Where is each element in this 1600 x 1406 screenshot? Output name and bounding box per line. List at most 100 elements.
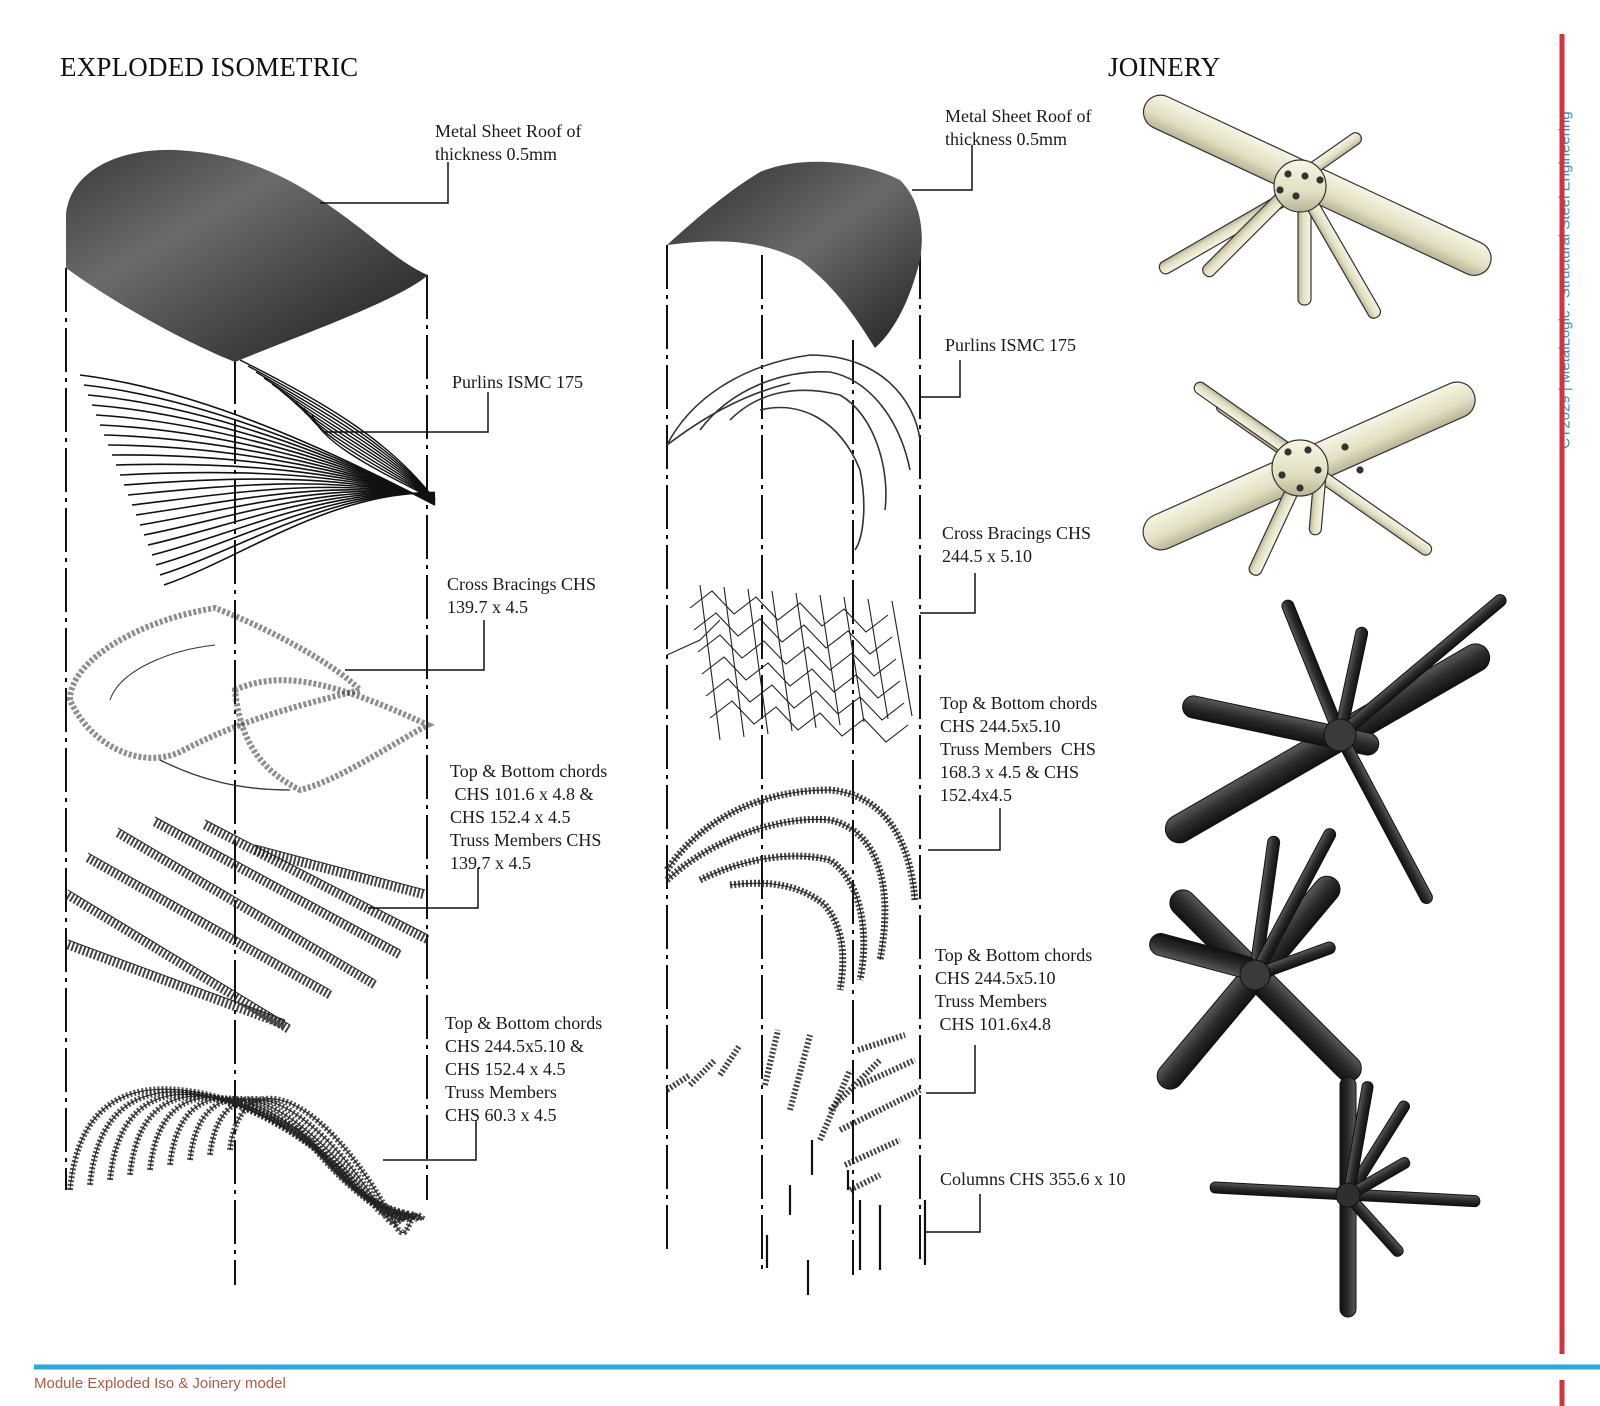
truss-strip bbox=[66, 940, 287, 1030]
arch-truss bbox=[729, 879, 847, 991]
joint-render-dark-1 bbox=[1164, 594, 1507, 904]
arch-truss-chord bbox=[699, 855, 865, 981]
mesh-diagonal bbox=[843, 596, 865, 723]
truss-strip bbox=[202, 821, 431, 944]
purlin-line bbox=[155, 492, 436, 566]
truss-chord bbox=[204, 819, 429, 936]
mid-truss-lower-leader bbox=[926, 1045, 976, 1094]
joint-render-cream-1 bbox=[1142, 94, 1492, 319]
curved-truss-chord bbox=[189, 1098, 419, 1221]
purlin-line bbox=[239, 359, 436, 501]
left-cross-bracing bbox=[66, 604, 435, 794]
mesh-diagonal bbox=[819, 594, 841, 726]
left-truss-lower-leader bbox=[383, 1120, 477, 1161]
purlin-line bbox=[163, 491, 436, 586]
truss-segment bbox=[848, 1172, 882, 1193]
mesh-diagonal bbox=[723, 586, 745, 738]
mid-bracing-leader bbox=[920, 573, 976, 614]
left-purlins-leader bbox=[325, 392, 489, 433]
joint-render-dark-3 bbox=[1209, 1076, 1481, 1318]
left-roof-label: Metal Sheet Roof of thickness 0.5mm bbox=[435, 121, 582, 164]
truss-strip bbox=[65, 891, 293, 1034]
arch-truss bbox=[698, 852, 868, 981]
mid-upper-truss-arches bbox=[664, 786, 919, 991]
purlin-line bbox=[271, 383, 436, 501]
mid-columns-label: Columns CHS 355.6 x 10 bbox=[940, 1169, 1126, 1189]
left-truss-upper-leader bbox=[368, 868, 479, 909]
mesh-zigzag bbox=[701, 656, 901, 699]
mid-roof-label: Metal Sheet Roof of thickness 0.5mm bbox=[945, 106, 1092, 149]
left-truss-lower-label: Top & Bottom chords CHS 244.5x5.10 & CHS… bbox=[445, 1013, 603, 1125]
left-upper-trusses bbox=[65, 816, 431, 1034]
mesh-diagonal bbox=[867, 598, 889, 720]
truss-segment bbox=[817, 1068, 853, 1142]
left-bracing-label: Cross Bracings CHS 139.7 x 4.5 bbox=[447, 574, 597, 617]
left-purlins-label: Purlins ISMC 175 bbox=[452, 372, 584, 392]
mesh-diagonal bbox=[747, 588, 769, 735]
mid-bracing-label: Cross Bracings CHS 244.5 x 5.10 bbox=[942, 523, 1092, 566]
left-roof-leader bbox=[320, 162, 449, 204]
mid-truss-lower-label: Top & Bottom chords CHS 244.5x5.10 Truss… bbox=[935, 945, 1093, 1034]
arch-truss-chord bbox=[666, 789, 916, 901]
left-lower-trusses bbox=[67, 1086, 427, 1236]
truss-chord bbox=[67, 939, 286, 1021]
left-truss-upper-label: Top & Bottom chords CHS 101.6 x 4.8 & CH… bbox=[450, 761, 608, 873]
truss-segment bbox=[857, 1032, 906, 1053]
arch-truss-chord bbox=[666, 818, 886, 961]
left-purlins bbox=[79, 359, 436, 586]
purlin-line bbox=[147, 492, 436, 546]
mesh-diagonal bbox=[891, 600, 913, 717]
mid-roof-sheet bbox=[667, 161, 922, 348]
truss-chord bbox=[117, 827, 376, 981]
mesh-zigzag bbox=[697, 634, 897, 677]
exploded-isometric-heading: EXPLODED ISOMETRIC bbox=[60, 52, 359, 82]
footer-caption: Module Exploded Iso & Joinery model bbox=[34, 1375, 286, 1392]
left-bracing-leader bbox=[345, 620, 485, 671]
arch-truss bbox=[664, 786, 919, 901]
truss-chord bbox=[67, 889, 291, 1026]
mesh-diagonal bbox=[795, 592, 817, 729]
truss-segment bbox=[717, 1043, 743, 1077]
mid-purlins-label: Purlins ISMC 175 bbox=[945, 335, 1077, 355]
mid-truss-upper-label: Top & Bottom chords CHS 244.5x5.10 Truss… bbox=[940, 693, 1098, 805]
truss-segment bbox=[838, 1087, 922, 1133]
mesh-zigzag bbox=[709, 700, 909, 743]
joinery-heading: JOINERY bbox=[1108, 52, 1221, 82]
truss-strip bbox=[152, 818, 403, 959]
purlin-line bbox=[311, 413, 436, 501]
curved-truss bbox=[87, 1089, 405, 1223]
mesh-diagonal bbox=[771, 590, 793, 732]
truss-chord bbox=[87, 852, 331, 991]
curved-truss-chord bbox=[209, 1098, 422, 1224]
truss-chord bbox=[254, 844, 426, 891]
mid-cross-bracing-mesh bbox=[666, 584, 913, 743]
mid-roof-leader bbox=[912, 145, 973, 191]
purlin-line bbox=[255, 371, 436, 501]
mesh-zigzag bbox=[705, 678, 905, 721]
arch-truss-chord bbox=[729, 882, 844, 991]
mid-lower-truss-segments bbox=[665, 1029, 922, 1193]
purlin-line bbox=[247, 365, 436, 501]
truss-segment bbox=[687, 1057, 718, 1088]
mesh-zigzag bbox=[693, 612, 893, 655]
truss-segment bbox=[787, 1034, 813, 1111]
joint-render-dark-2 bbox=[1149, 828, 1362, 1090]
truss-segment bbox=[762, 1029, 781, 1086]
truss-strip bbox=[115, 829, 378, 989]
curved-truss-chord bbox=[169, 1097, 416, 1221]
mid-truss-upper-leader bbox=[928, 808, 1001, 851]
purlin-line bbox=[303, 407, 436, 501]
curved-truss-chord bbox=[229, 1098, 425, 1234]
truss-segment bbox=[665, 1072, 692, 1093]
left-roof-sheet bbox=[66, 149, 428, 362]
mid-purlins-leader bbox=[920, 360, 961, 398]
purlin-line bbox=[295, 401, 436, 501]
mesh-edge bbox=[666, 619, 721, 656]
truss-strip bbox=[253, 845, 427, 900]
mid-purlin-arcs bbox=[666, 354, 921, 551]
truss-chord bbox=[154, 816, 401, 951]
joint-render-cream-2 bbox=[1142, 381, 1476, 576]
purlin-line bbox=[263, 377, 436, 501]
mesh-zigzag bbox=[689, 590, 889, 633]
